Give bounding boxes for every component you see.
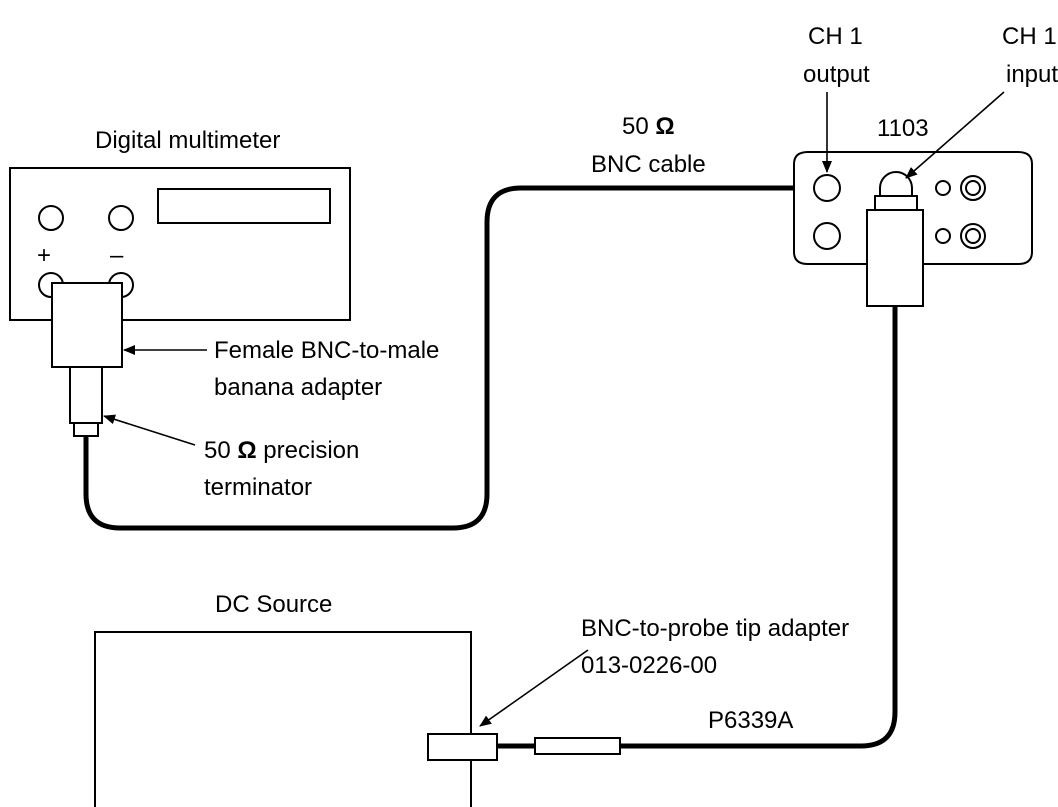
unit-1103-jack-bottom-inner — [965, 228, 981, 244]
probe-tip-body — [534, 737, 621, 755]
multimeter-knob-right — [108, 205, 134, 231]
ch1-output-connector — [813, 174, 841, 202]
multimeter-knob-left — [38, 205, 64, 231]
terminator-label-line2: terminator — [204, 474, 312, 501]
ch1-input-arrow — [905, 91, 1005, 179]
ch1-output-label-line2: output — [803, 61, 870, 88]
terminator-arrow — [103, 414, 196, 446]
unit-1103-jack-top-inner — [965, 180, 981, 196]
unit-1103-label: 1103 — [877, 115, 929, 142]
ch1-input-label-line1: CH 1 — [1002, 23, 1057, 50]
banana-adapter — [51, 282, 123, 368]
bnc-cable-label-line2: BNC cable — [591, 151, 706, 178]
probe-model-label: P6339A — [708, 707, 793, 734]
unit-1103-led-bottom — [935, 228, 951, 244]
ch1-output-label-line1: CH 1 — [808, 23, 863, 50]
precision-terminator — [69, 366, 103, 424]
dc-source-label: DC Source — [215, 591, 332, 618]
minus-label: – — [110, 242, 124, 269]
unit-1103-led-top — [935, 180, 951, 196]
dc-source-body — [94, 631, 472, 807]
unit-1103-lower-connector — [813, 222, 841, 250]
bnc-cable-label-line1: 50 Ω — [622, 113, 675, 140]
ch1-input-label-line2: input — [1006, 61, 1058, 88]
digital-multimeter-label: Digital multimeter — [95, 127, 280, 154]
terminator-tip — [73, 422, 99, 437]
ch1-input-connector — [879, 171, 913, 197]
probe-adapter-label-line2: 013-0226-00 — [581, 652, 717, 679]
multimeter-display — [157, 188, 331, 224]
probe-tip-adapter-arrow — [479, 649, 589, 727]
bnc-cable — [83, 185, 822, 531]
ch1-input-collar — [874, 195, 918, 211]
banana-adapter-label-line1: Female BNC-to-male — [214, 337, 439, 364]
probe-cable — [620, 306, 898, 749]
banana-adapter-label-line2: banana adapter — [214, 374, 382, 401]
terminator-label-line1: 50 Ω precision — [204, 437, 359, 464]
probe-adapter-label-line1: BNC-to-probe tip adapter — [581, 615, 849, 642]
probe-tip-adapter — [427, 733, 498, 761]
probe-body — [866, 209, 924, 307]
plus-label: + — [37, 242, 51, 269]
